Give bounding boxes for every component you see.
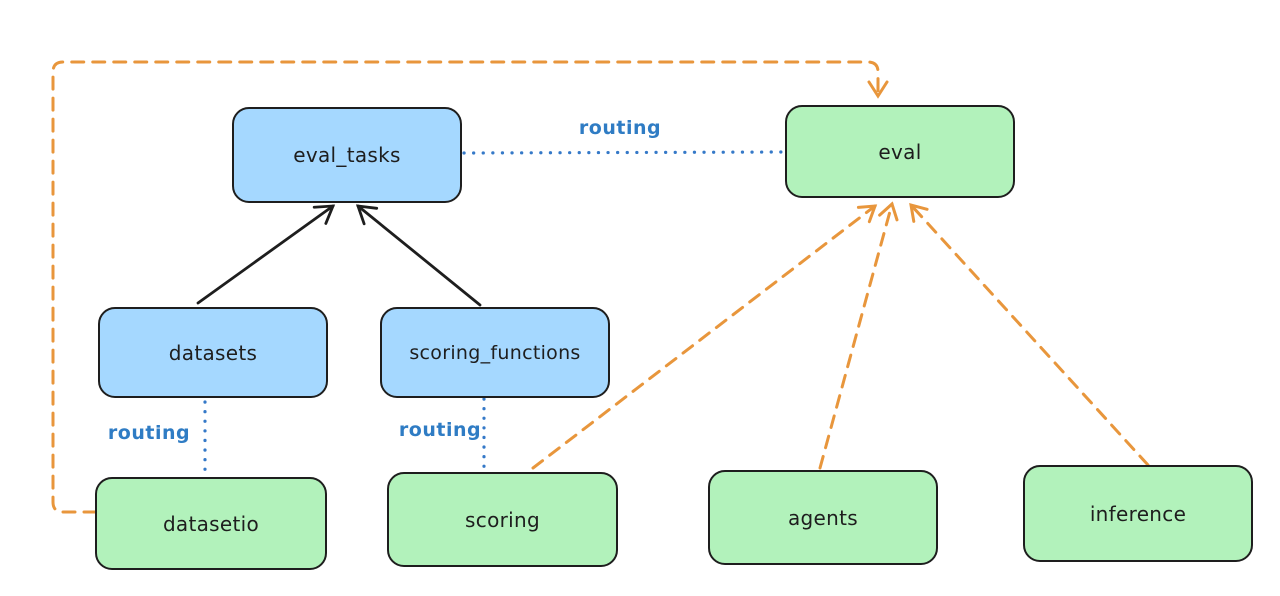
node-datasets-label: datasets (168, 340, 258, 365)
node-agents: agents (708, 470, 938, 565)
edge-datasets-to-eval-tasks (196, 204, 336, 305)
node-inference: inference (1023, 465, 1253, 562)
edge-inference-to-eval (909, 202, 1150, 467)
node-eval-tasks: eval_tasks (232, 107, 462, 203)
edge-eval-tasks-to-eval-routing (462, 150, 785, 155)
node-datasetio: datasetio (95, 477, 327, 570)
node-scoring-functions: scoring_functions (380, 307, 610, 398)
edge-datasetio-to-eval (51, 60, 889, 514)
edge-agents-to-eval (818, 201, 899, 470)
node-eval-tasks-label: eval_tasks (293, 143, 401, 167)
node-eval-label: eval (878, 139, 922, 164)
node-eval: eval (785, 105, 1015, 198)
node-scoring-functions-label: scoring_functions (409, 341, 581, 364)
node-scoring-label: scoring (465, 507, 540, 532)
routing-label-datasets-datasetio: routing (107, 422, 191, 444)
routing-label-scoring-functions-scoring: routing (398, 419, 482, 441)
node-scoring: scoring (387, 472, 618, 567)
node-inference-label: inference (1089, 501, 1187, 526)
node-datasetio-label: datasetio (162, 511, 260, 536)
edge-scoring-functions-to-eval-tasks (355, 204, 482, 307)
routing-label-eval-tasks-eval: routing (578, 117, 662, 139)
edge-scoring-to-eval (531, 204, 878, 470)
node-agents-label: agents (788, 505, 858, 530)
node-datasets: datasets (98, 307, 328, 398)
